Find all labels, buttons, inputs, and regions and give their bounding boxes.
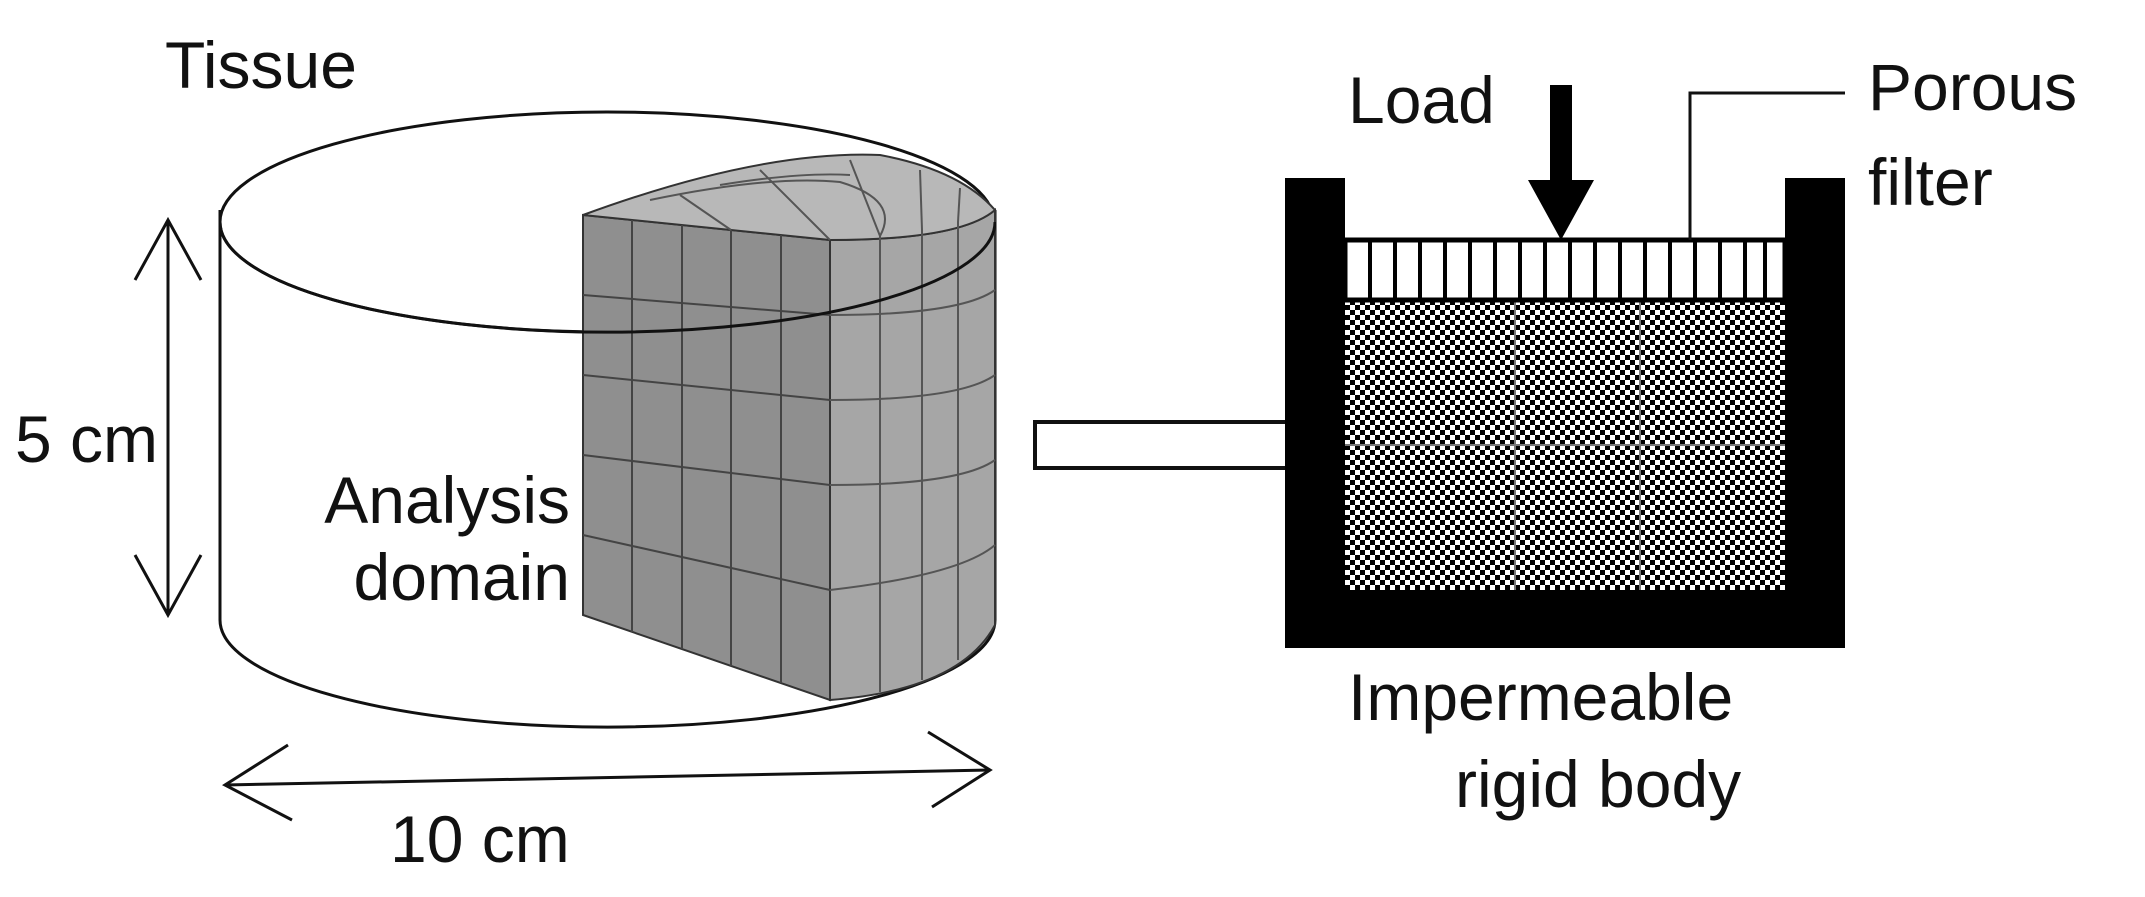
height-dimension-arrow bbox=[133, 216, 203, 619]
porous-filter-label-line1: Porous bbox=[1868, 50, 2077, 124]
analysis-domain-label-line2: domain bbox=[354, 540, 570, 614]
diameter-label: 10 cm bbox=[390, 802, 570, 876]
mesh-curved-grid bbox=[829, 222, 996, 692]
impermeable-label-line1: Impermeable bbox=[1348, 660, 1733, 734]
right-wall bbox=[1785, 178, 1845, 648]
mesh-front-face bbox=[582, 213, 831, 702]
consolidation-cell bbox=[1285, 178, 1845, 648]
tissue-label: Tissue bbox=[165, 28, 357, 102]
mesh-front-grid bbox=[582, 220, 831, 683]
load-arrow bbox=[1528, 85, 1594, 240]
left-wall bbox=[1285, 178, 1345, 648]
porous-filter-label-line2: filter bbox=[1868, 145, 1993, 219]
impermeable-label-line2: rigid body bbox=[1455, 747, 1741, 821]
specimen-grid bbox=[1345, 300, 1785, 590]
cylinder-top-front-edge bbox=[218, 221, 997, 334]
load-label: Load bbox=[1348, 63, 1495, 137]
mesh-curved-face bbox=[829, 207, 996, 702]
mesh-top-grid bbox=[649, 159, 961, 241]
filter-slats bbox=[1368, 240, 1767, 300]
diameter-dimension-arrow bbox=[222, 730, 993, 822]
height-label: 5 cm bbox=[15, 402, 158, 476]
analysis-domain-mesh bbox=[582, 153, 997, 702]
analysis-domain-label-line1: Analysis bbox=[324, 463, 570, 537]
porous-filter-leader bbox=[1688, 91, 1845, 240]
container-base bbox=[1285, 590, 1845, 648]
mesh-top-face bbox=[582, 153, 997, 242]
